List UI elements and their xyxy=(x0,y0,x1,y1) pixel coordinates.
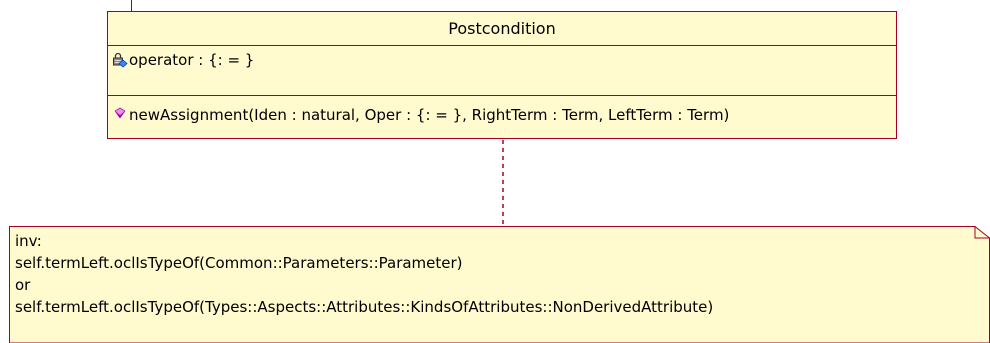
note-line-inv: inv: xyxy=(15,232,42,250)
note-connector-line xyxy=(502,140,504,226)
note-shape xyxy=(9,226,990,343)
operation-compartment: newAssignment(Iden : natural, Oper : {: … xyxy=(108,96,896,138)
postcondition-class-box[interactable]: Postcondition operator : {: = } xyxy=(107,11,897,139)
attribute-compartment: operator : {: = } xyxy=(108,46,896,96)
operation-row[interactable]: newAssignment(Iden : natural, Oper : {: … xyxy=(112,104,729,126)
public-operation-diamond-icon xyxy=(112,107,128,123)
note-line-or: or xyxy=(15,276,31,294)
note-line-parameter: self.termLeft.oclIsTypeOf(Common::Parame… xyxy=(15,254,463,272)
private-attribute-lock-icon xyxy=(112,52,128,68)
edge-tick xyxy=(131,0,132,11)
attribute-text: operator : {: = } xyxy=(129,51,255,69)
operation-text: newAssignment(Iden : natural, Oper : {: … xyxy=(129,106,730,124)
attribute-row[interactable]: operator : {: = } xyxy=(112,50,254,70)
class-name: Postcondition xyxy=(108,12,896,46)
ocl-constraint-note[interactable]: inv: self.termLeft.oclIsTypeOf(Common::P… xyxy=(9,226,990,343)
note-line-attribute: self.termLeft.oclIsTypeOf(Types::Aspects… xyxy=(15,298,714,316)
